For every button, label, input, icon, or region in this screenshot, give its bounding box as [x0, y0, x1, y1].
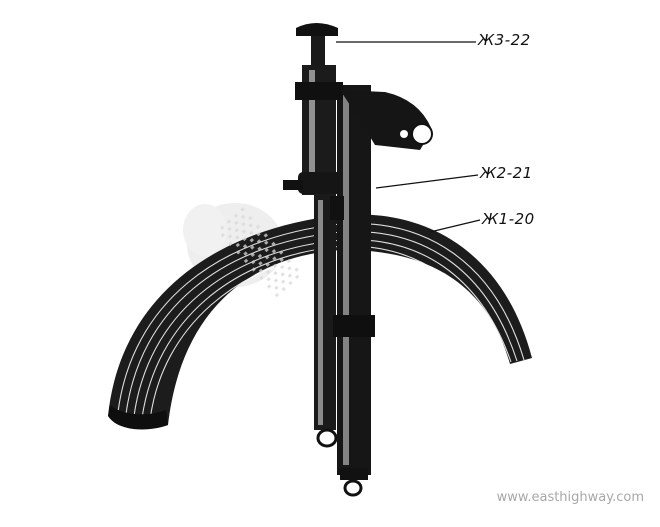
- leader-line-fender: [429, 219, 481, 233]
- callout-bracket: Ж2-21: [480, 164, 533, 182]
- callout-fender: Ж1-20: [482, 210, 535, 228]
- steering-damper: [283, 65, 343, 195]
- rear-fork-leg: [314, 195, 338, 448]
- callout-cap: Ж3-22: [478, 31, 531, 49]
- front-fork-leg: [333, 85, 375, 497]
- leader-line-bracket: [375, 174, 479, 189]
- leader-lines: [336, 41, 481, 233]
- watermark-url: www.easthighway.com: [496, 490, 644, 505]
- fork-bracket: [330, 90, 433, 220]
- damper-knob: [296, 23, 338, 66]
